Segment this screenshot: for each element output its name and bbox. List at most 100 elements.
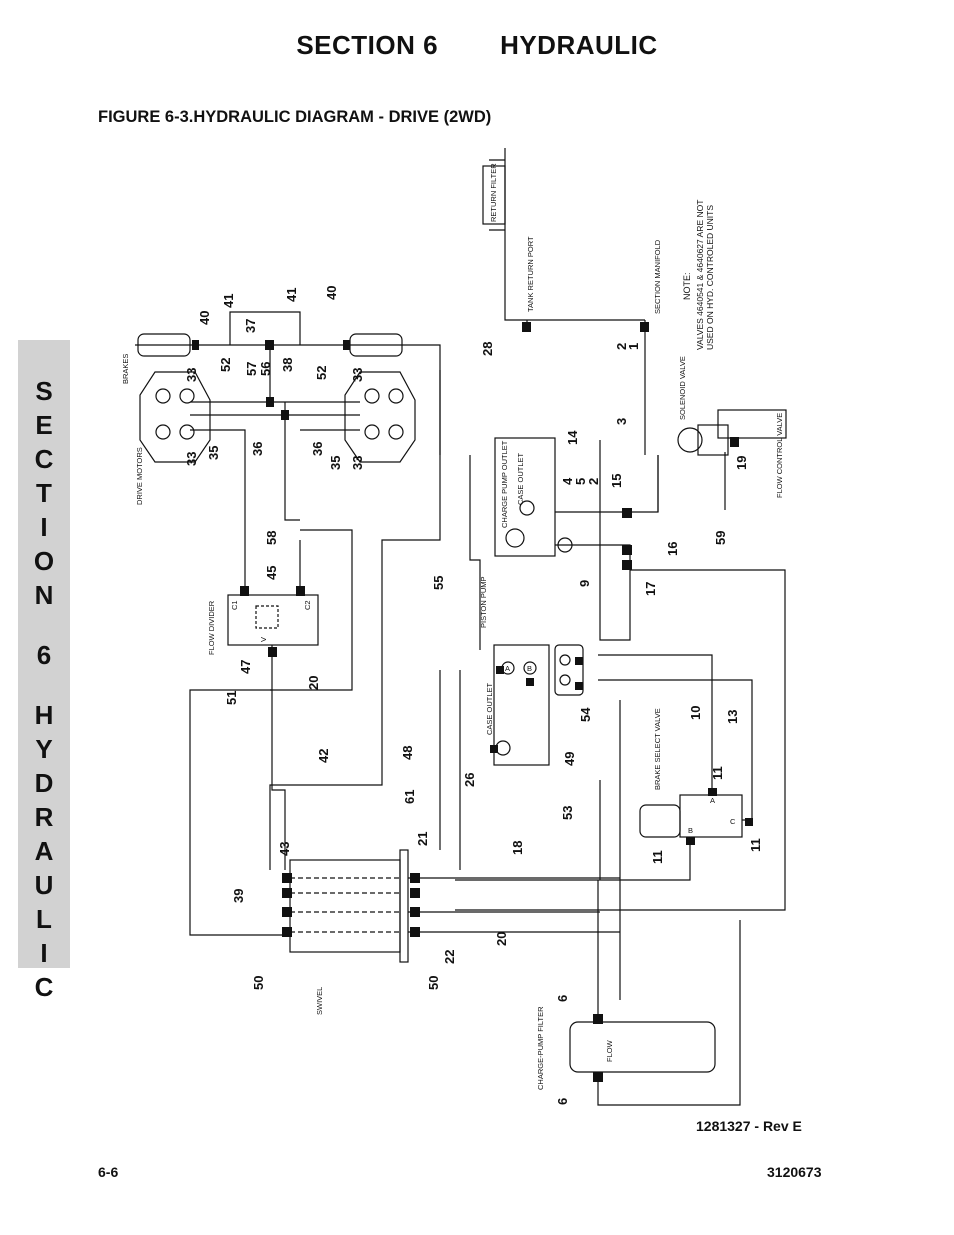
drive-motors-label: DRIVE MOTORS <box>135 447 144 505</box>
callout-number: 57 <box>244 362 259 376</box>
page-number: 6-6 <box>98 1164 119 1180</box>
callout-number: 13 <box>725 710 740 724</box>
valve-port-b-label: B <box>688 826 693 835</box>
divider-port-c1-label: C1 <box>230 600 239 610</box>
solenoid-valve-coil <box>717 409 787 439</box>
charge-pump-outlet-label: CHARGE PUMP OUTLET <box>500 440 509 528</box>
side-tab-letter: N <box>34 580 54 610</box>
side-tab-letter: S <box>35 376 53 406</box>
note-line-1: VALVES 4640541 & 4640627 ARE NOT <box>695 200 705 350</box>
callout-number: 18 <box>510 841 525 855</box>
swivel-plate <box>399 849 409 963</box>
side-tab-letter: D <box>34 768 54 798</box>
motor-port <box>155 388 171 404</box>
brake-select-valve-coil <box>639 804 681 838</box>
callout-number: 50 <box>426 976 441 990</box>
solenoid-valve-body <box>697 424 729 456</box>
lines-36 <box>190 429 360 520</box>
callout-number: 52 <box>314 366 329 380</box>
callout-number: 53 <box>560 806 575 820</box>
line-42 <box>269 370 441 870</box>
side-tab-letter: I <box>40 512 48 542</box>
case-outlet-upper-label: CASE OUTLET <box>516 452 525 505</box>
callout-number: 61 <box>402 790 417 804</box>
drive-motor-left <box>139 371 211 463</box>
piston-pump-body <box>493 644 550 766</box>
motor-crossover-lines <box>190 401 360 416</box>
port-a-label: A <box>505 664 510 673</box>
callout-number: 6 <box>555 995 570 1002</box>
line-53 <box>599 700 621 1000</box>
document-number: 3120673 <box>767 1164 822 1180</box>
callout-number: 38 <box>280 358 295 372</box>
callout-number: 15 <box>609 474 624 488</box>
case-outlet-port <box>495 740 511 756</box>
callout-number: 58 <box>264 531 279 545</box>
callout-number: 1 <box>626 343 641 350</box>
callout-number: 26 <box>462 773 477 787</box>
callout-number: 47 <box>238 660 253 674</box>
flow-divider-label: FLOW DIVIDER <box>207 600 216 655</box>
callout-number: 52 <box>218 358 233 372</box>
solenoid-valve-label: SOLENOID VALVE <box>678 356 687 420</box>
flow-divider-spool <box>255 605 279 629</box>
callout-number: 5 <box>573 478 588 485</box>
charge-pump-port <box>519 500 535 516</box>
swivel-label: SWIVEL <box>315 987 324 1015</box>
flow-label: FLOW <box>605 1039 614 1062</box>
note-line-2: USED ON HYD. CONTROLED UNITS <box>705 205 715 350</box>
callout-number: 35 <box>328 456 343 470</box>
callout-number: 20 <box>306 676 321 690</box>
side-tab-letter: E <box>35 410 53 440</box>
lines-45 <box>244 520 301 595</box>
callout-number: 11 <box>710 766 725 780</box>
pump-port <box>559 654 571 666</box>
line-47 <box>271 690 286 870</box>
section-side-tab: S E C T I O N 6 H Y D R A U L I C <box>18 340 70 1002</box>
callout-number: 41 <box>221 294 236 308</box>
callout-number: 9 <box>577 580 592 587</box>
callout-number: 11 <box>650 850 665 864</box>
callout-number: 22 <box>442 950 457 964</box>
motor-port <box>364 388 380 404</box>
callout-number: 19 <box>734 456 749 470</box>
callout-number: 14 <box>565 430 580 445</box>
brake-cylinder-left <box>137 333 191 357</box>
pump-port <box>559 674 571 686</box>
swivel-outlet-lines <box>408 877 620 933</box>
callout-number: 36 <box>250 442 265 456</box>
swivel-body <box>289 859 401 953</box>
brake-select-valve-label: BRAKE SELECT VALVE <box>653 708 662 790</box>
solenoid-valve-cap <box>677 427 703 453</box>
motor-port <box>155 424 171 440</box>
callout-number: 16 <box>665 542 680 556</box>
motor-port <box>388 424 404 440</box>
callout-number: 2 <box>614 343 629 350</box>
charge-pump-port <box>505 528 525 548</box>
callout-number: 50 <box>251 976 266 990</box>
side-tab-letter: O <box>33 546 55 576</box>
callout-number: 54 <box>578 707 593 722</box>
line-18 <box>455 837 691 881</box>
callout-number: 45 <box>264 566 279 580</box>
return-filter-label: RETURN FILTER <box>489 163 498 222</box>
callout-number: 6 <box>555 1098 570 1105</box>
callout-number: 4 <box>560 477 575 485</box>
side-tab-letter: R <box>34 802 54 832</box>
flow-control-valve-label: FLOW CONTROL VALVE <box>775 413 784 498</box>
line-20-upper <box>270 529 353 691</box>
line-41-loop <box>229 311 301 345</box>
charge-pump-filter-body <box>569 1021 716 1073</box>
motor-port <box>388 388 404 404</box>
side-tab-letter: H <box>34 700 54 730</box>
figure-title: FIGURE 6-3.HYDRAULIC DIAGRAM - DRIVE (2W… <box>98 108 492 126</box>
filter-lines <box>597 880 741 1106</box>
line-55 <box>439 370 481 650</box>
callout-number: 42 <box>316 749 331 763</box>
callout-number: 51 <box>224 691 239 705</box>
section-manifold-label: SECTION MANIFOLD <box>653 239 662 314</box>
port-b-circle <box>523 661 537 675</box>
flow-divider-body <box>227 594 319 646</box>
valve-port-c-label: C <box>730 817 736 826</box>
